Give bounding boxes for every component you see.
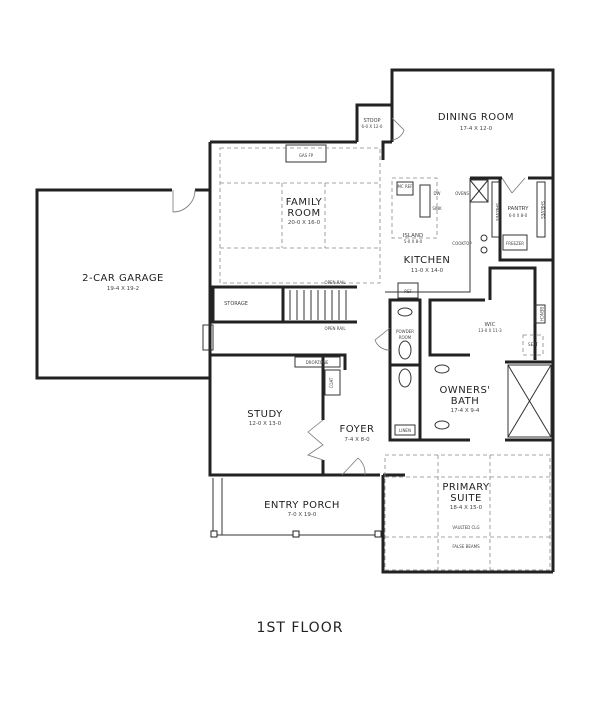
owners-bath-label-1: OWNERS' [439, 385, 490, 396]
freezer-label: FREEZER [506, 241, 524, 246]
linen-label: LINEN [399, 428, 411, 433]
false-beams-label: FALSE BEAMS [452, 544, 480, 549]
storage-and-stairs: STORAGE OPEN RAIL OPEN RAIL [202, 280, 357, 351]
bench-label: BENCH [539, 307, 544, 321]
vaulted-ceiling-label: VAULTED CLG [452, 525, 479, 530]
kitchen: MC REF DW SINK ISLAND 5-0 X 8-0 OVENS CO… [385, 177, 489, 299]
stoop: STOOP 6-0 X 12-0 [355, 103, 405, 142]
dining-room-dims: 17-4 X 12-0 [460, 126, 493, 132]
study-label: STUDY [247, 409, 283, 420]
pantry-label: PANTRY [507, 206, 529, 212]
dw-label: DW [433, 191, 440, 196]
kitchen-label: KITCHEN [404, 255, 451, 266]
powder-room: POWDER ROOM LINEN [374, 298, 422, 442]
open-rail-top-label: OPEN RAIL [324, 280, 346, 285]
garage-dims: 19-4 X 19-2 [107, 286, 139, 292]
study-dims: 12-0 X 13-0 [249, 421, 282, 427]
family-room-dims: 20-0 X 16-0 [288, 220, 321, 226]
family-room-label-1: FAMILY [286, 197, 323, 208]
dining-room: DINING ROOM 17-4 X 12-0 [390, 68, 555, 572]
foyer: FOYER 7-4 X 8-0 [340, 424, 375, 476]
seat-label: SEAT [528, 342, 538, 347]
island-label: ISLAND [403, 233, 423, 239]
foyer-dims: 7-4 X 8-0 [344, 437, 370, 443]
pantry-dims: 6-0 X 8-0 [509, 213, 528, 218]
storage-label: STORAGE [224, 301, 248, 307]
family-room-label-2: ROOM [287, 208, 320, 219]
wic-dims: 13-0 X 11-3 [478, 328, 502, 333]
kitchen-dims: 11-0 X 14-0 [411, 268, 444, 274]
powder-room-label-2: ROOM [399, 335, 412, 340]
ovens-label: OVENS [455, 191, 469, 196]
foyer-label: FOYER [340, 424, 375, 435]
dining-room-label: DINING ROOM [438, 112, 514, 123]
primary-suite-label-1: PRIMARY [442, 482, 490, 493]
stairs [289, 290, 347, 320]
cooktop-label: COOKTOP [452, 241, 472, 246]
plan-title: 1ST FLOOR [257, 620, 344, 636]
stoop-dims: 6-0 X 12-0 [362, 124, 383, 129]
primary-suite-label-2: SUITE [450, 493, 482, 504]
garage-label: 2-CAR GARAGE [82, 273, 164, 284]
pantry: SHELVES SHELVES PANTRY 6-0 X 8-0 FREEZER [470, 176, 553, 262]
primary-suite-dims: 18-4 X 15-0 [450, 505, 483, 511]
gas-fireplace-label: GAS FP [299, 153, 314, 158]
shelves-right-label: SHELVES [540, 201, 545, 219]
owners-bath: OWNERS' BATH 17-4 X 9-4 [420, 360, 553, 442]
study: DROPZONE COAT STUDY 12-0 X 13-0 [208, 353, 380, 477]
ref-label: REF [404, 289, 412, 294]
entry-porch-dims: 7-0 X 19-0 [288, 512, 317, 518]
entry-porch-label: ENTRY PORCH [264, 500, 340, 511]
primary-suite: PRIMARY SUITE 18-4 X 15-0 VAULTED CLG FA… [381, 454, 553, 574]
garage: 2-CAR GARAGE 19-4 X 19-2 [35, 188, 212, 380]
owners-bath-label-2: BATH [451, 396, 480, 407]
coat-label: COAT [329, 377, 334, 388]
walk-in-closet: BENCH SEAT WIC 13-0 X 11-3 [428, 266, 546, 360]
wic-label: WIC [485, 322, 496, 328]
mc-ref-label: MC REF [397, 184, 413, 189]
stoop-label: STOOP [363, 118, 380, 124]
island-dims: 5-0 X 8-0 [404, 239, 423, 244]
powder-room-label-1: POWDER [396, 329, 414, 334]
family-room: GAS FP FAMILY ROOM 20-0 X 16-0 [208, 140, 392, 287]
dropzone-label: DROPZONE [306, 360, 329, 365]
owners-bath-dims: 17-4 X 9-4 [451, 408, 480, 414]
shelves-left-label: SHELVES [495, 203, 500, 221]
entry-porch: ENTRY PORCH 7-0 X 19-0 [210, 478, 382, 538]
sink-label: SINK [432, 206, 442, 211]
open-rail-bottom-label: OPEN RAIL [324, 326, 346, 331]
